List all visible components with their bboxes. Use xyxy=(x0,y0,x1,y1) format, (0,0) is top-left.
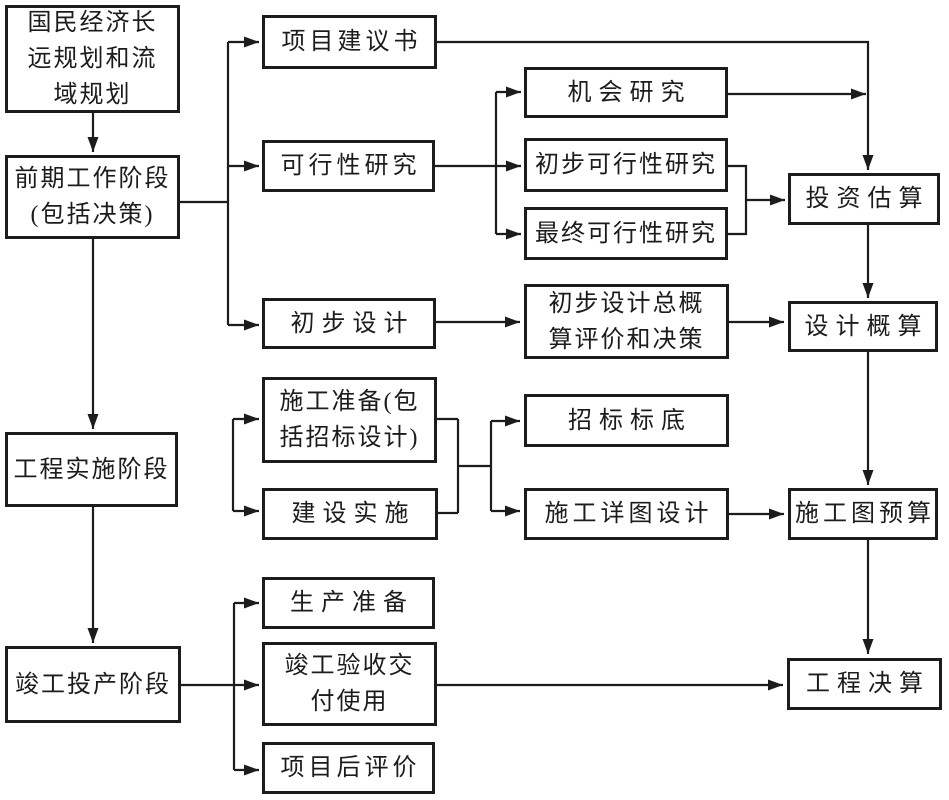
arrow-proposal-to-invest xyxy=(437,40,874,170)
box-constr-prep: 施工准备(包 括招标设计) xyxy=(262,377,437,463)
box-pre-design: 初步设计 xyxy=(262,298,436,349)
box-national-plan: 国民经济长 远规划和流 域规划 xyxy=(5,5,180,113)
box-feasibility-label: 可行性研究 xyxy=(280,153,421,179)
trunk-early-phase xyxy=(180,42,230,325)
box-impl-phase: 工程实施阶段 xyxy=(5,432,178,507)
box-completion-phase-label: 竣工投产阶段 xyxy=(15,671,171,698)
box-proposal: 项目建议书 xyxy=(262,15,437,69)
box-national-plan-label: 国民经济长 远规划和流 域规划 xyxy=(27,10,158,108)
box-opportunity-label: 机会研究 xyxy=(567,79,692,106)
box-design-eval-label: 初步设计总概 算评价和决策 xyxy=(548,290,705,353)
box-detail-design-label: 施工详图设计 xyxy=(544,501,713,527)
box-completion-phase: 竣工投产阶段 xyxy=(5,646,181,723)
bracket-construction-outputs xyxy=(437,417,493,515)
box-pre-feasibility-label: 初步可行性研究 xyxy=(535,152,717,178)
box-impl-phase-label: 工程实施阶段 xyxy=(13,456,170,483)
box-feasibility: 可行性研究 xyxy=(262,140,435,192)
box-constr-impl-label: 建设实施 xyxy=(291,501,416,527)
box-final-feasibility: 最终可行性研究 xyxy=(524,207,728,260)
bracket-feasibility xyxy=(435,92,498,234)
box-bid-base: 招标标底 xyxy=(524,394,729,447)
box-prod-prep: 生产准备 xyxy=(262,577,435,629)
box-final-feasibility-label: 最终可行性研究 xyxy=(535,220,717,247)
box-constr-prep-label: 施工准备(包 括招标设计) xyxy=(279,389,420,451)
box-pre-design-label: 初步设计 xyxy=(290,310,415,337)
box-constr-budget-label: 施工图预算 xyxy=(795,501,935,527)
box-accept: 竣工验收交 付使用 xyxy=(262,642,437,726)
box-proposal-label: 项目建议书 xyxy=(281,29,422,55)
bracket-completion xyxy=(181,603,236,770)
bracket-studies-merge xyxy=(728,164,748,236)
box-design-budget: 设计概算 xyxy=(788,301,938,352)
box-post-eval: 项目后评价 xyxy=(262,742,435,794)
box-accept-label: 竣工验收交 付使用 xyxy=(284,653,415,715)
box-post-eval-label: 项目后评价 xyxy=(280,755,421,781)
box-invest-estimate-label: 投资估算 xyxy=(805,186,930,212)
box-pre-feasibility: 初步可行性研究 xyxy=(524,138,728,192)
box-invest-estimate: 投资估算 xyxy=(788,173,940,225)
box-bid-base-label: 招标标底 xyxy=(568,407,692,434)
box-detail-design: 施工详图设计 xyxy=(524,488,729,540)
box-design-eval: 初步设计总概 算评价和决策 xyxy=(524,284,729,359)
box-final-account-label: 工程决算 xyxy=(806,671,930,697)
box-design-budget-label: 设计概算 xyxy=(804,313,929,340)
box-constr-impl: 建设实施 xyxy=(262,488,438,540)
box-early-phase-label: 前期工作阶段 (包括决策) xyxy=(14,166,171,228)
box-constr-budget: 施工图预算 xyxy=(788,488,938,540)
box-prod-prep-label: 生产准备 xyxy=(290,590,414,616)
box-opportunity: 机会研究 xyxy=(524,67,728,118)
box-early-phase: 前期工作阶段 (包括决策) xyxy=(5,155,180,239)
box-final-account: 工程决算 xyxy=(787,658,942,710)
